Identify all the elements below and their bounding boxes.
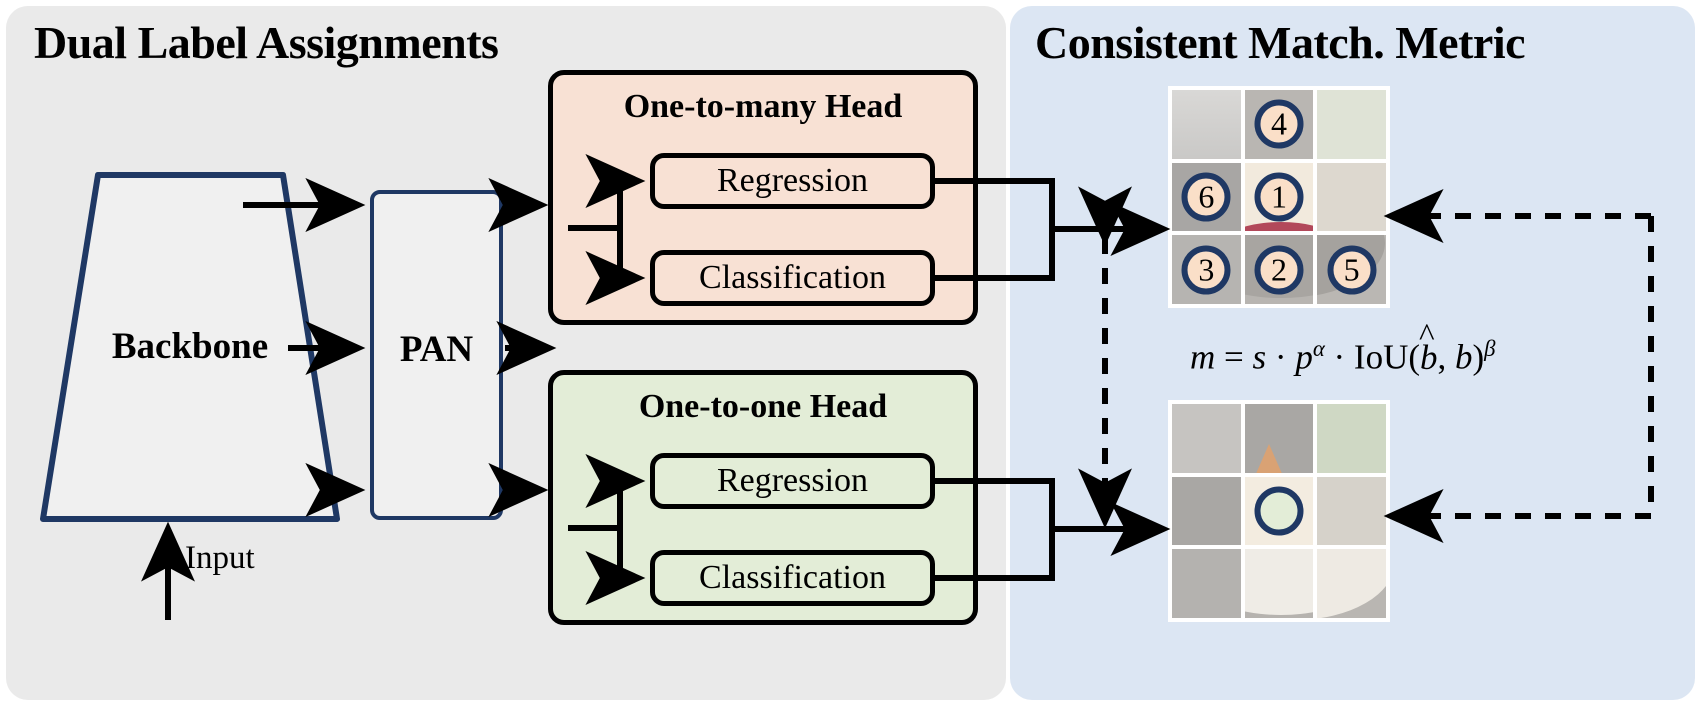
formula-paren-close: ): [1472, 337, 1485, 377]
formula-iou: IoU: [1353, 337, 1409, 377]
one-to-one-head-title: One-to-one Head: [638, 388, 888, 425]
one-to-many-regression-box: Regression: [650, 153, 935, 209]
grid-marker-1: 1: [1254, 172, 1304, 222]
grid-cell: [1244, 404, 1314, 473]
grid-marker-4: 4: [1254, 99, 1304, 149]
pan-label: PAN: [399, 329, 474, 370]
formula-alpha: α: [1312, 336, 1325, 361]
grid-marker-empty: [1254, 486, 1304, 536]
formula-bhat: ^b: [1419, 317, 1438, 377]
grid-cell: [1317, 404, 1386, 473]
formula-dot-1: ·: [1274, 337, 1287, 377]
one-to-one-regression-box: Regression: [650, 453, 935, 509]
grid-marker-2: 2: [1254, 245, 1304, 295]
grid-cell: [1317, 476, 1386, 546]
grid-cell: [1172, 90, 1241, 159]
grid-marker-5: 5: [1327, 245, 1377, 295]
formula-m: m: [1190, 337, 1216, 377]
backbone-shape: [40, 172, 340, 522]
formula-comma: ,: [1437, 337, 1447, 377]
grid-cell: [1172, 549, 1241, 618]
grid-cell: [1317, 549, 1386, 618]
grid-cell: 2: [1244, 235, 1314, 304]
pan-box: [370, 190, 503, 520]
formula-beta: β: [1484, 336, 1496, 361]
grid-cell: [1317, 162, 1386, 232]
formula-s: s: [1252, 337, 1267, 377]
grid-cell: [1172, 476, 1241, 546]
grid-marker-3: 3: [1181, 245, 1231, 295]
formula-dot-2: ·: [1333, 337, 1346, 377]
grid-cell: 3: [1172, 235, 1241, 304]
formula-p: p: [1295, 337, 1313, 377]
panel-left-title: Dual Label Assignments: [34, 17, 499, 68]
one-to-many-head-title: One-to-many Head: [623, 88, 903, 125]
grid-cell: 1: [1244, 162, 1314, 232]
backbone-label: Backbone: [111, 326, 269, 367]
formula-b: b: [1455, 337, 1473, 377]
one-to-one-classification-box: Classification: [650, 550, 935, 606]
grid-cell: [1317, 90, 1386, 159]
input-label: Input: [185, 540, 255, 576]
match-metric-formula: m = s · pα · IoU(^b, b)β: [1190, 317, 1496, 378]
grid-cell: [1172, 404, 1241, 473]
formula-equals: =: [1224, 337, 1244, 377]
one-to-one-grid: [1168, 400, 1390, 622]
grid-cell: [1244, 549, 1314, 618]
one-to-many-grid: 4 6 1 3 2 5: [1168, 86, 1390, 308]
formula-paren-open: (: [1408, 337, 1421, 377]
grid-cell: 5: [1317, 235, 1386, 304]
grid-cell: 6: [1172, 162, 1241, 232]
grid-cell: 4: [1244, 90, 1314, 159]
panel-right-title: Consistent Match. Metric: [1035, 17, 1526, 68]
grid-cell: [1244, 476, 1314, 546]
grid-marker-6: 6: [1181, 172, 1231, 222]
one-to-many-classification-box: Classification: [650, 250, 935, 306]
